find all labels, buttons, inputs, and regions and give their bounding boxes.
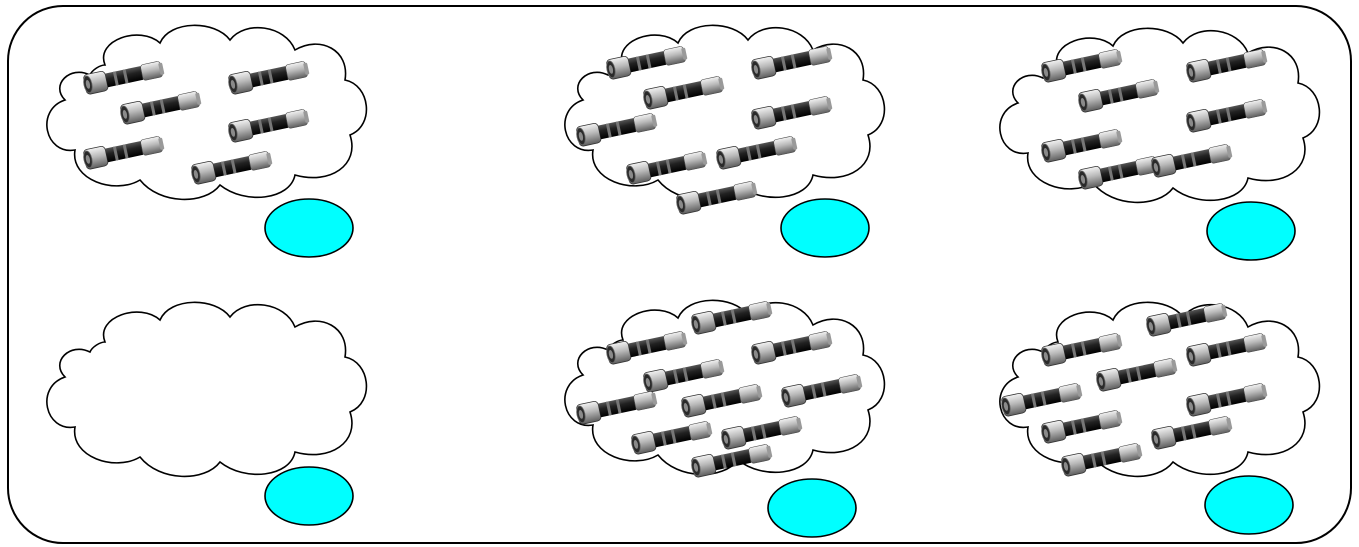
answer-bubble-5[interactable] bbox=[767, 478, 857, 538]
answer-bubble-1[interactable] bbox=[264, 198, 354, 258]
group-5 bbox=[564, 298, 886, 479]
answer-bubble-3[interactable] bbox=[1206, 201, 1296, 261]
group-4 bbox=[46, 301, 368, 478]
cloud-4 bbox=[46, 301, 368, 478]
group-3 bbox=[999, 27, 1321, 204]
group-2 bbox=[564, 24, 886, 216]
cloud-2 bbox=[564, 24, 886, 201]
groups-layer bbox=[46, 24, 1321, 538]
answer-bubble-6[interactable] bbox=[1204, 475, 1294, 535]
answer-bubble-2[interactable] bbox=[780, 198, 870, 258]
frame bbox=[7, 5, 1352, 544]
answer-bubble-4[interactable] bbox=[264, 466, 354, 526]
group-1 bbox=[46, 24, 368, 201]
group-6 bbox=[999, 300, 1321, 478]
